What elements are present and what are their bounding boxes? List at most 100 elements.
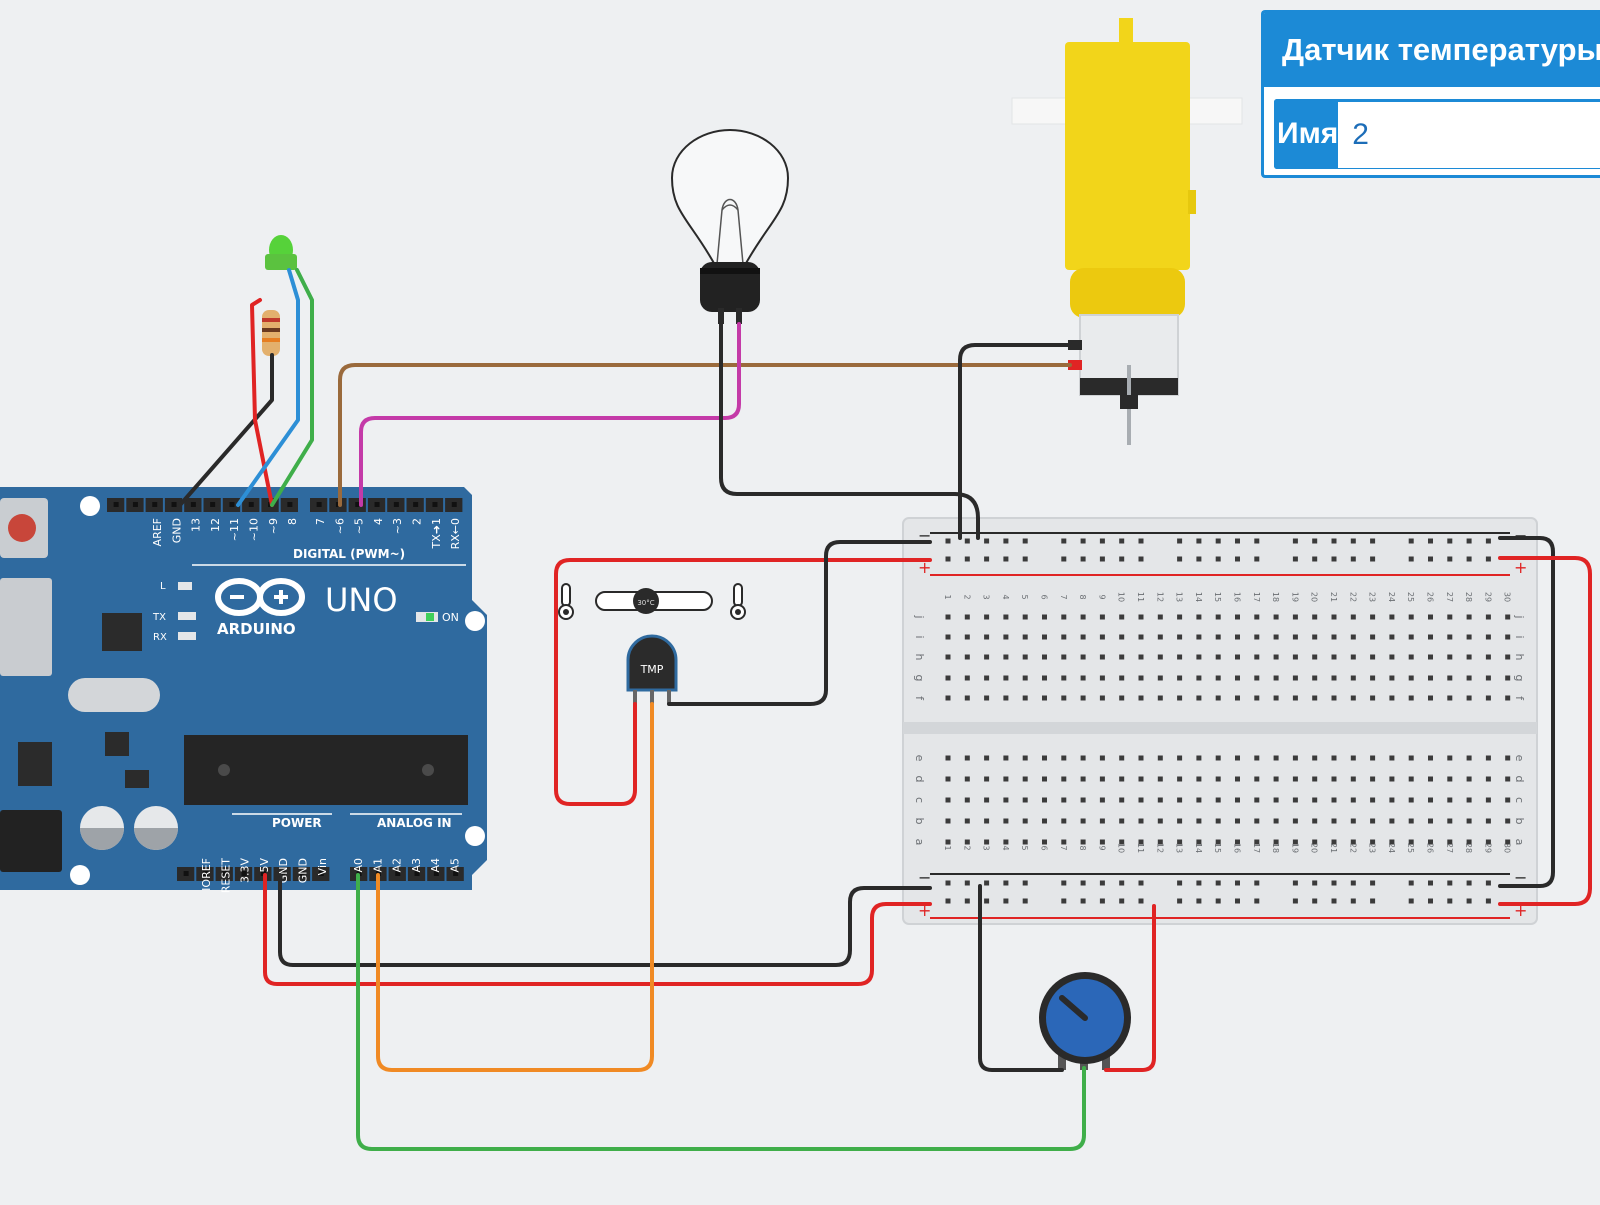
wire-pot-black[interactable] — [978, 884, 1064, 1072]
breadboard-hole[interactable] — [1080, 556, 1086, 562]
breadboard-hole[interactable] — [1447, 538, 1453, 544]
breadboard-hole[interactable] — [1080, 538, 1086, 544]
breadboard-hole[interactable] — [1505, 695, 1511, 701]
breadboard-hole[interactable] — [1408, 614, 1414, 620]
breadboard-hole[interactable] — [1428, 755, 1433, 761]
breadboard-hole[interactable] — [1428, 797, 1433, 803]
breadboard-hole[interactable] — [1061, 654, 1067, 660]
breadboard-hole[interactable] — [964, 839, 970, 845]
breadboard-hole[interactable] — [945, 755, 951, 761]
breadboard-hole[interactable] — [1235, 654, 1240, 660]
breadboard-hole[interactable] — [1022, 776, 1028, 782]
breadboard-hole[interactable] — [1466, 797, 1472, 803]
breadboard-hole[interactable] — [964, 880, 970, 886]
breadboard-hole[interactable] — [1370, 776, 1376, 782]
breadboard-hole[interactable] — [1428, 818, 1433, 824]
breadboard-hole[interactable] — [1389, 755, 1395, 761]
breadboard-hole[interactable] — [1196, 614, 1202, 620]
breadboard-hole[interactable] — [1408, 776, 1414, 782]
breadboard-hole[interactable] — [1022, 797, 1028, 803]
breadboard-hole[interactable] — [1196, 898, 1202, 904]
breadboard-hole[interactable] — [1138, 675, 1144, 681]
dc-motor[interactable] — [1011, 18, 1243, 445]
breadboard-hole[interactable] — [1466, 880, 1472, 886]
breadboard-hole[interactable] — [1408, 695, 1414, 701]
breadboard-hole[interactable] — [1177, 880, 1183, 886]
breadboard-hole[interactable] — [1099, 675, 1105, 681]
breadboard-hole[interactable] — [1350, 675, 1356, 681]
breadboard-hole[interactable] — [984, 675, 990, 681]
breadboard-hole[interactable] — [1505, 776, 1511, 782]
breadboard-hole[interactable] — [964, 776, 970, 782]
breadboard-hole[interactable] — [1177, 556, 1183, 562]
breadboard-hole[interactable] — [1273, 776, 1279, 782]
breadboard-hole[interactable] — [1408, 898, 1414, 904]
breadboard-hole[interactable] — [1370, 556, 1376, 562]
analog-pin-header[interactable] — [350, 867, 464, 881]
breadboard-hole[interactable] — [1350, 839, 1356, 845]
breadboard-hole[interactable] — [1447, 755, 1453, 761]
breadboard-hole[interactable] — [1273, 797, 1279, 803]
breadboard-hole[interactable] — [1312, 654, 1318, 660]
breadboard-hole[interactable] — [1350, 898, 1356, 904]
breadboard-hole[interactable] — [984, 654, 990, 660]
breadboard-hole[interactable] — [1177, 695, 1183, 701]
breadboard-hole[interactable] — [1138, 818, 1144, 824]
breadboard-hole[interactable] — [1061, 755, 1067, 761]
breadboard-hole[interactable] — [1196, 695, 1202, 701]
breadboard-hole[interactable] — [1119, 634, 1125, 640]
breadboard-hole[interactable] — [1022, 880, 1028, 886]
breadboard-hole[interactable] — [1466, 654, 1472, 660]
wire-motor-black[interactable] — [958, 343, 1072, 540]
breadboard-hole[interactable] — [1061, 776, 1067, 782]
breadboard-hole[interactable] — [1466, 614, 1472, 620]
breadboard-hole[interactable] — [1408, 556, 1414, 562]
breadboard-hole[interactable] — [1177, 538, 1183, 544]
breadboard-hole[interactable] — [1292, 675, 1298, 681]
wire-sensor-red[interactable] — [554, 558, 932, 806]
green-led[interactable] — [265, 235, 297, 270]
breadboard-hole[interactable] — [1080, 776, 1086, 782]
breadboard-hole[interactable] — [1254, 556, 1260, 562]
breadboard-hole[interactable] — [1119, 776, 1125, 782]
breadboard-hole[interactable] — [1215, 797, 1221, 803]
breadboard-hole[interactable] — [1428, 614, 1433, 620]
breadboard-hole[interactable] — [1312, 880, 1318, 886]
breadboard-hole[interactable] — [1003, 839, 1009, 845]
breadboard-hole[interactable] — [1254, 776, 1260, 782]
breadboard-hole[interactable] — [1292, 839, 1298, 845]
breadboard-hole[interactable] — [1235, 797, 1240, 803]
breadboard-hole[interactable] — [1061, 675, 1067, 681]
resistor[interactable] — [262, 310, 280, 356]
breadboard-hole[interactable] — [1312, 675, 1318, 681]
breadboard-hole[interactable] — [1042, 614, 1047, 620]
breadboard-hole[interactable] — [1235, 880, 1240, 886]
tmp-sensor[interactable]: TMP — [626, 634, 678, 704]
breadboard-hole[interactable] — [945, 654, 951, 660]
breadboard-hole[interactable] — [1350, 614, 1356, 620]
breadboard-hole[interactable] — [1099, 695, 1105, 701]
breadboard-hole[interactable] — [1370, 538, 1376, 544]
breadboard-hole[interactable] — [1138, 556, 1144, 562]
breadboard-hole[interactable] — [1138, 880, 1144, 886]
breadboard-hole[interactable] — [1389, 695, 1395, 701]
breadboard-hole[interactable] — [1138, 614, 1144, 620]
breadboard-hole[interactable] — [1428, 538, 1433, 544]
breadboard-hole[interactable] — [984, 538, 990, 544]
breadboard-hole[interactable] — [1003, 880, 1009, 886]
breadboard-hole[interactable] — [1119, 654, 1125, 660]
breadboard-hole[interactable] — [1157, 634, 1163, 640]
wires[interactable] — [178, 268, 1592, 1151]
breadboard-hole[interactable] — [1370, 654, 1376, 660]
breadboard-hole[interactable] — [1331, 614, 1337, 620]
breadboard-hole[interactable] — [1138, 695, 1144, 701]
breadboard-hole[interactable] — [1157, 818, 1163, 824]
breadboard-hole[interactable] — [1447, 634, 1453, 640]
breadboard-hole[interactable] — [1119, 797, 1125, 803]
breadboard-hole[interactable] — [1061, 898, 1067, 904]
breadboard-hole[interactable] — [1157, 614, 1163, 620]
breadboard-hole[interactable] — [1485, 634, 1491, 640]
breadboard-hole[interactable] — [1119, 880, 1125, 886]
breadboard-hole[interactable] — [1022, 556, 1028, 562]
